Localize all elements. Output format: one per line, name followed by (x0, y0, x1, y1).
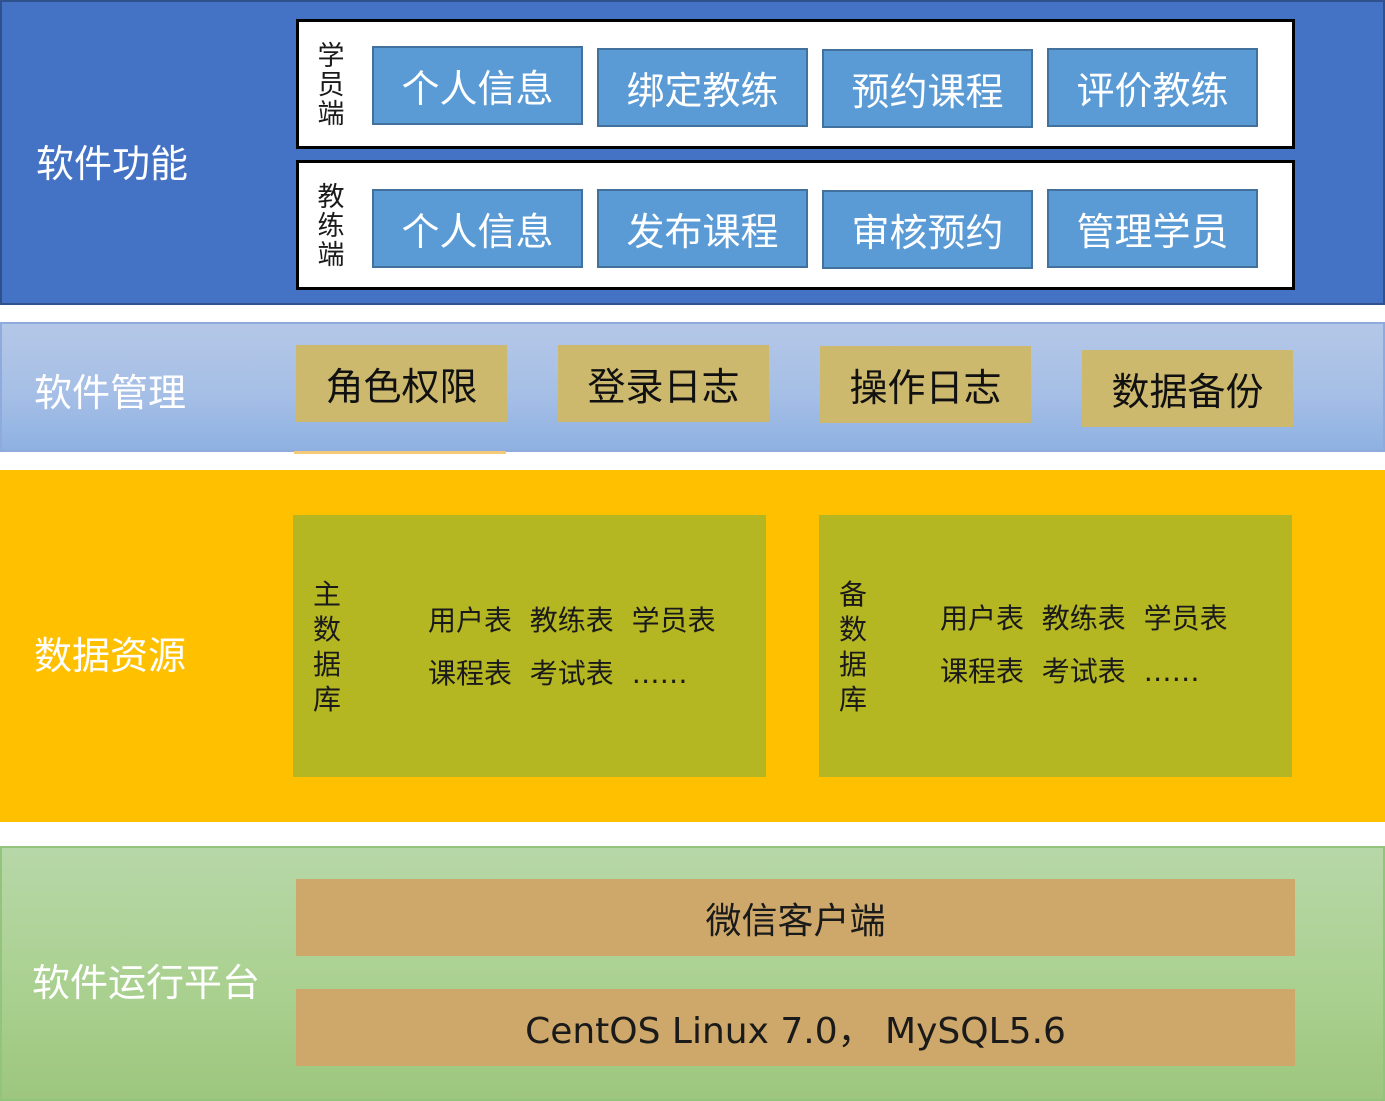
coach-review-booking-box: 审核预约 (822, 190, 1033, 269)
coach-personal-info-box: 个人信息 (372, 189, 583, 268)
backup-database-tables-row-1: 用户表 教练表 学员表 (940, 602, 1228, 635)
student-rate-coach-box: 评价教练 (1047, 48, 1258, 127)
data-resources-layer: 数据资源 主 数 据 库 用户表 教练表 学员表 课程表 考试表 …… 备 数 … (0, 470, 1385, 822)
coach-side-label: 教 练 端 (317, 182, 345, 271)
backup-database-box: 备 数 据 库 用户表 教练表 学员表 课程表 考试表 …… (819, 515, 1292, 777)
role-permission-underline (294, 451, 506, 454)
data-resources-title: 数据资源 (34, 634, 187, 678)
software-function-layer: 软件功能 学 员 端 个人信息 绑定教练 预约课程 评价教练 教 练 端 个人信… (0, 0, 1385, 305)
backup-database-label: 备 数 据 库 (838, 578, 867, 716)
wechat-client-box: 微信客户端 (296, 879, 1295, 956)
main-database-tables-row-1: 用户表 教练表 学员表 (428, 604, 716, 637)
student-side-panel: 学 员 端 个人信息 绑定教练 预约课程 评价教练 (296, 19, 1295, 149)
server-environment-box: CentOS Linux 7.0， MySQL5.6 (296, 989, 1295, 1066)
student-personal-info-box: 个人信息 (372, 46, 583, 125)
coach-side-panel: 教 练 端 个人信息 发布课程 审核预约 管理学员 (296, 160, 1295, 290)
coach-publish-course-box: 发布课程 (597, 189, 808, 268)
login-log-box: 登录日志 (558, 345, 769, 422)
main-database-label: 主 数 据 库 (312, 578, 341, 716)
student-book-course-box: 预约课程 (822, 49, 1033, 128)
role-permission-box: 角色权限 (296, 345, 507, 422)
runtime-platform-title: 软件运行平台 (32, 961, 261, 1005)
backup-database-tables-row-2: 课程表 考试表 …… (940, 655, 1200, 688)
student-bind-coach-box: 绑定教练 (597, 48, 808, 127)
coach-manage-students-box: 管理学员 (1047, 189, 1258, 268)
data-backup-box: 数据备份 (1082, 350, 1293, 427)
software-management-title: 软件管理 (34, 371, 187, 415)
main-database-box: 主 数 据 库 用户表 教练表 学员表 课程表 考试表 …… (293, 515, 766, 777)
software-management-layer: 软件管理 角色权限 登录日志 操作日志 数据备份 (0, 322, 1385, 452)
software-function-title: 软件功能 (36, 142, 189, 186)
runtime-platform-layer: 软件运行平台 微信客户端 CentOS Linux 7.0， MySQL5.6 (0, 846, 1385, 1101)
operation-log-box: 操作日志 (820, 346, 1031, 423)
student-side-label: 学 员 端 (317, 41, 345, 130)
main-database-tables-row-2: 课程表 考试表 …… (428, 657, 688, 690)
